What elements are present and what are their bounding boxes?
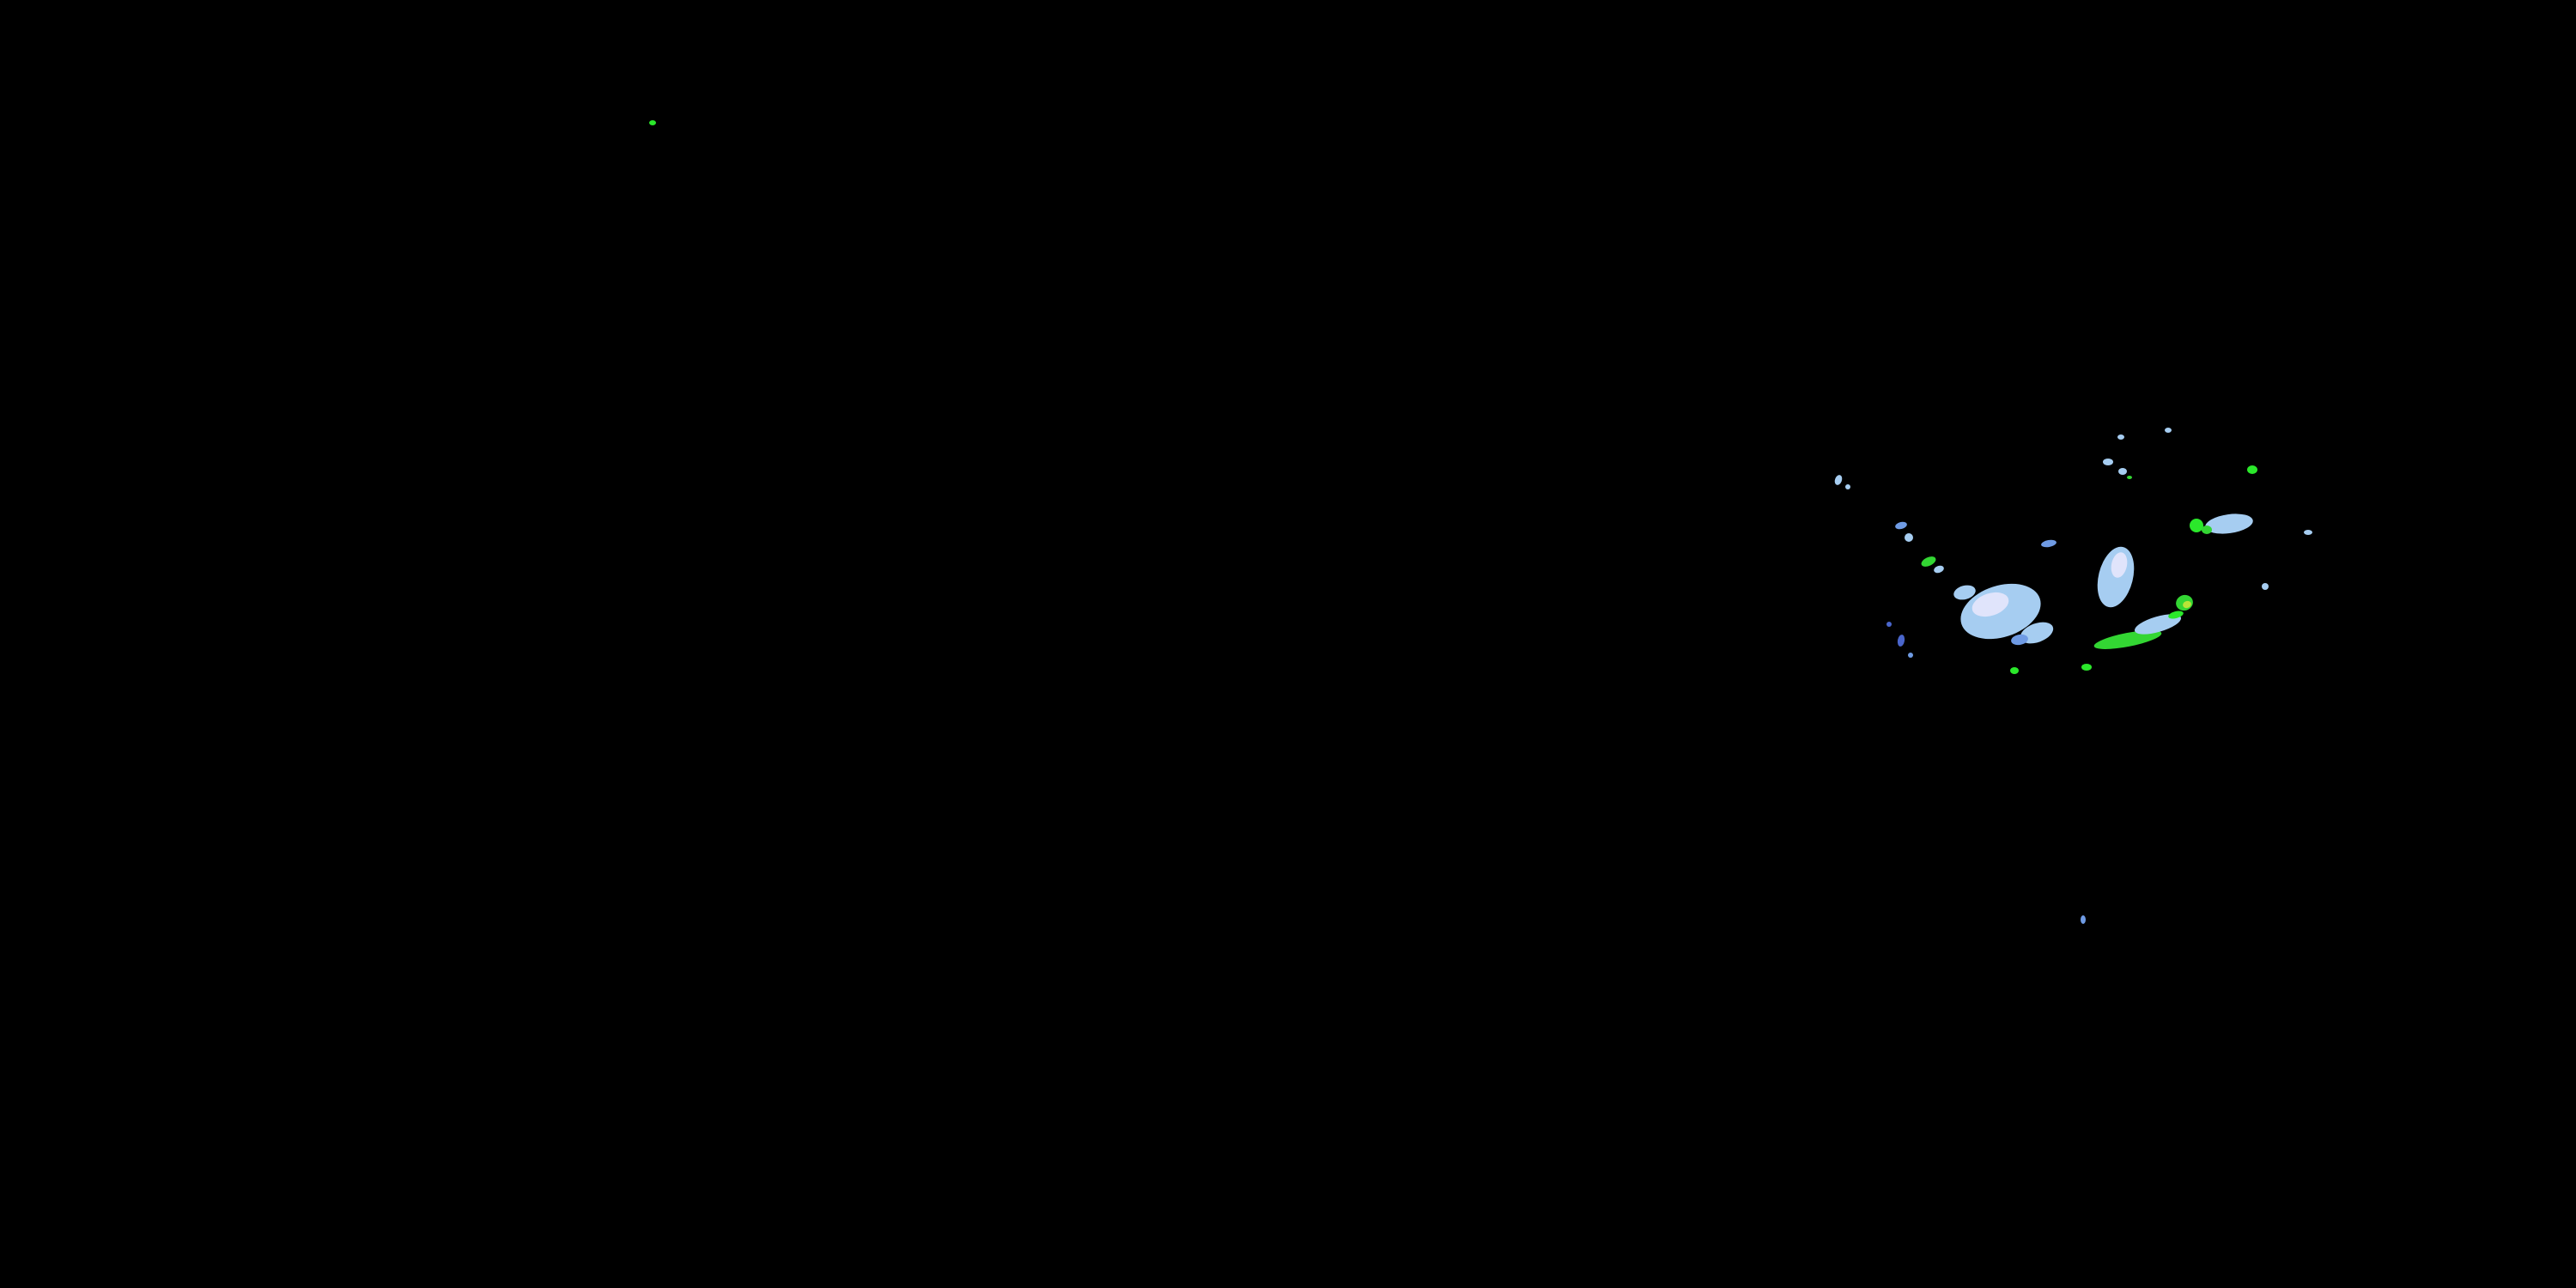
radar-echo (1897, 635, 1905, 647)
radar-echo (2041, 539, 2057, 548)
radar-echo (1934, 565, 1944, 574)
radar-echo (2117, 434, 2124, 440)
radar-echo (2081, 915, 2086, 924)
radar-echo (2205, 513, 2253, 534)
radar-echo (2262, 583, 2269, 590)
radar-echo (2168, 611, 2184, 619)
radar-echo (2103, 459, 2113, 465)
radar-echo (2134, 614, 2182, 635)
radar-echo (1834, 475, 1843, 485)
radar-echo (2127, 476, 2132, 479)
radar-echo (2202, 526, 2212, 534)
radar-echo (1886, 622, 1892, 627)
radar-echo (1905, 533, 1913, 542)
radar-echo (2081, 664, 2092, 671)
radar-echo (2011, 634, 2028, 646)
radar-echo (1908, 653, 1913, 658)
radar-echo (1953, 585, 1976, 600)
radar-echo (2183, 600, 2191, 609)
radar-echo (649, 120, 656, 125)
radar-echo (2190, 519, 2203, 532)
radar-echo (2165, 428, 2172, 433)
radar-echo (2118, 468, 2127, 475)
radar-echo (2304, 530, 2312, 535)
radar-echo (2020, 622, 2054, 644)
radar-echo (1971, 592, 2009, 617)
radar-echo (1921, 556, 1936, 567)
radar-echo (2093, 630, 2162, 649)
radar-echo (1895, 521, 1907, 530)
radar-echo (2010, 667, 2019, 674)
radar-echo (1845, 484, 1850, 489)
radar-echo (2111, 552, 2128, 578)
radar-echo (2247, 465, 2257, 474)
